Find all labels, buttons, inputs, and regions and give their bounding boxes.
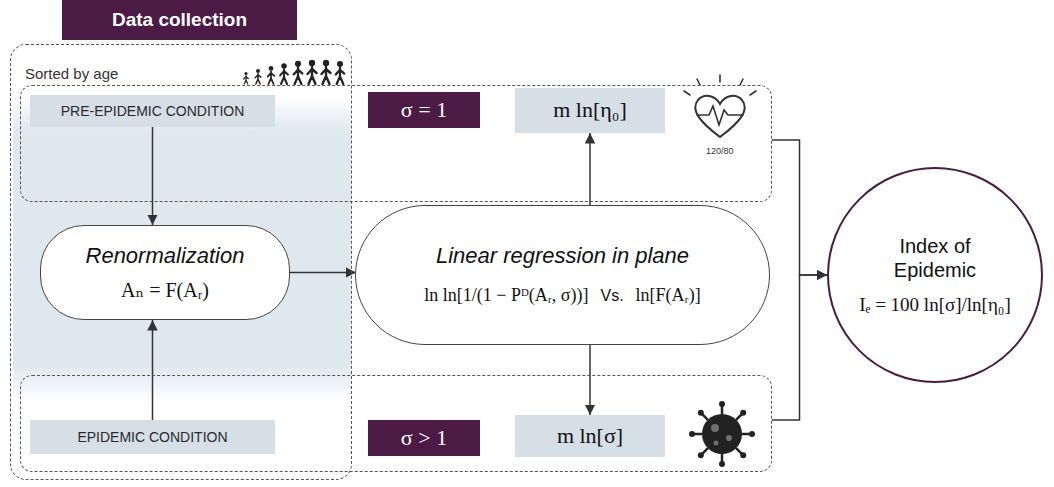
age-people-icons xyxy=(322,60,331,84)
age-people-icons xyxy=(268,66,275,84)
connector-arrow xyxy=(589,133,591,205)
text-row: Linear regression in plane xyxy=(436,243,689,269)
connector-arrow xyxy=(152,127,154,225)
virus-icon xyxy=(689,431,695,437)
node-text: Sorted by age xyxy=(25,65,118,83)
node-text: Linear regression in plane xyxy=(436,243,689,269)
virus-icon xyxy=(702,414,708,420)
node-text: ln[F(Aᵣ)] xyxy=(636,285,701,307)
virus-icon xyxy=(702,448,708,454)
text-row: m ln[σ] xyxy=(557,423,623,449)
heart-icon xyxy=(697,106,743,125)
virus-icon xyxy=(689,401,755,467)
node-text: m ln[η₀] xyxy=(553,97,627,123)
node-text: σ = 1 xyxy=(401,97,447,123)
condition-box: PRE-EPIDEMIC CONDITION xyxy=(30,95,275,127)
node-text: ln ln[1/(1 − Pᴰ(Aᵣ, σ))] xyxy=(424,285,588,307)
virus-icon xyxy=(694,406,750,462)
virus-icon xyxy=(719,401,725,407)
virus-icon xyxy=(740,452,746,458)
text-row: Iₑ = 100 ln[σ]/ln[η₀] xyxy=(859,294,1011,317)
virus-icon xyxy=(711,424,719,432)
result-box: m ln[σ] xyxy=(515,415,665,457)
virus-icon xyxy=(714,441,719,446)
age-people-icons xyxy=(280,63,288,84)
text-row: Aₙ = F(Aᵣ) xyxy=(121,278,209,302)
virus-icon xyxy=(749,431,755,437)
node-text: σ > 1 xyxy=(401,425,447,451)
virus-icon xyxy=(694,433,702,436)
sigma-box: σ = 1 xyxy=(368,92,480,128)
process-box: Renormalization Aₙ = F(Aᵣ) xyxy=(40,225,290,320)
virus-icon xyxy=(736,414,742,420)
node-text: Data collection xyxy=(112,9,247,32)
age-people-icons xyxy=(308,60,317,84)
age-people-icons xyxy=(244,60,345,84)
virus-icon xyxy=(740,410,746,416)
condition-box: EPIDEMIC CONDITION xyxy=(30,420,275,454)
virus-icon xyxy=(726,435,732,441)
text-row: EPIDEMIC CONDITION xyxy=(77,429,227,446)
node-text: Renormalization xyxy=(86,243,245,269)
age-people-icons xyxy=(294,61,303,84)
virus-icon xyxy=(711,424,732,446)
text-row: m ln[η₀] xyxy=(553,97,627,123)
node-text: EPIDEMIC CONDITION xyxy=(77,429,227,446)
virus-icon xyxy=(698,452,704,458)
bp-reading: 120/80 xyxy=(706,146,734,156)
node-text: PRE-EPIDEMIC CONDITION xyxy=(61,103,245,120)
text-row: Index of Epidemic xyxy=(865,234,1005,282)
node-text: m ln[σ] xyxy=(557,423,623,449)
virus-icon xyxy=(742,433,750,436)
node-text: Index of Epidemic xyxy=(865,234,1005,282)
connector-arrow xyxy=(589,345,591,415)
connector-arrow xyxy=(290,272,356,274)
virus-icon xyxy=(736,448,742,454)
text-row: σ > 1 xyxy=(401,425,447,451)
result-box: m ln[η₀] xyxy=(515,88,665,133)
section-tab: Data collection xyxy=(62,0,297,40)
process-box: Linear regression in plane ln ln[1/(1 − P… xyxy=(355,205,770,345)
virus-icon xyxy=(721,454,724,462)
text-row: PRE-EPIDEMIC CONDITION xyxy=(61,103,245,120)
node-text: Aₙ = F(Aᵣ) xyxy=(121,278,209,302)
text-row: Data collection xyxy=(112,9,247,32)
connector-arrow xyxy=(772,275,827,420)
sigma-box: σ > 1 xyxy=(368,420,480,456)
virus-icon xyxy=(698,410,704,416)
virus-icon xyxy=(689,401,755,467)
text-row: ln ln[1/(1 − Pᴰ(Aᵣ, σ))] Vs. ln[F(Aᵣ)] xyxy=(424,285,700,307)
condition-band: EPIDEMIC CONDITION σ > 1 m ln[σ] xyxy=(20,375,772,472)
age-people-icons xyxy=(244,72,249,84)
text-row: Sorted by age xyxy=(25,65,118,83)
age-people-icons xyxy=(255,69,261,84)
shaded-area xyxy=(13,96,351,402)
condition-band: PRE-EPIDEMIC CONDITION σ = 1 m ln[η₀] xyxy=(20,85,772,202)
virus-icon xyxy=(721,406,724,414)
age-people-icons xyxy=(336,61,345,84)
virus-icon xyxy=(719,461,725,467)
text-row: σ = 1 xyxy=(401,97,447,123)
node-text: Vs. xyxy=(600,286,623,305)
text-row: Renormalization xyxy=(86,243,245,269)
virus-icon xyxy=(702,414,742,454)
node-text: Iₑ = 100 ln[σ]/ln[η₀] xyxy=(859,294,1011,317)
connector-arrow xyxy=(772,140,827,275)
connector-arrow xyxy=(152,320,154,420)
heart-icon xyxy=(695,96,745,137)
index-circle: Index of Epidemic Iₑ = 100 ln[σ]/ln[η₀] xyxy=(827,167,1043,383)
